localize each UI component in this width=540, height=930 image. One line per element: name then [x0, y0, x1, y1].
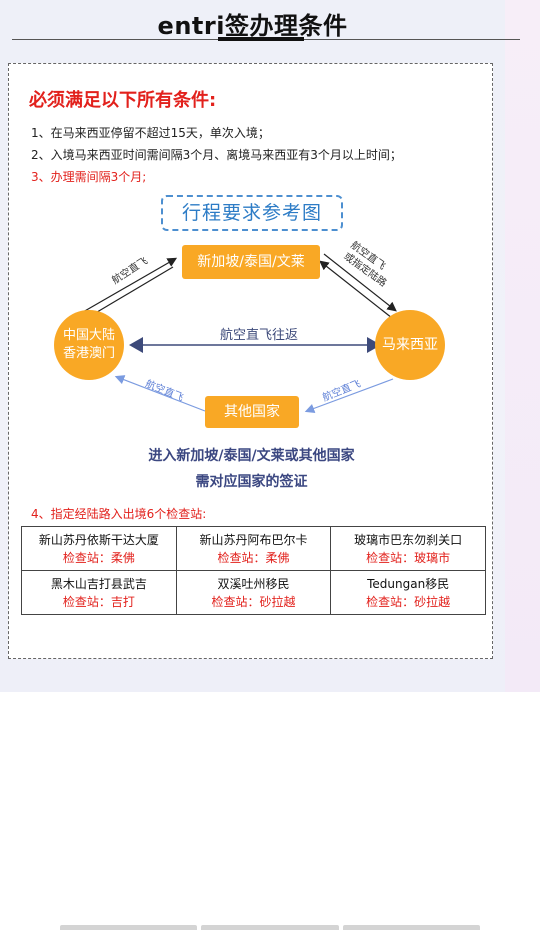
checkpoint-name: Tedungan移民 [367, 576, 450, 591]
route-line [82, 257, 178, 313]
tab-indicator[interactable] [342, 925, 480, 930]
checkpoint-station: 检查站：柔佛 [62, 550, 135, 565]
checkpoint-name: 双溪吐州移民 [217, 576, 290, 591]
route-line [304, 378, 394, 413]
checkpoint-station: 检查站：柔佛 [217, 550, 290, 565]
table-cell: 玻璃市巴东勿刹关口 检查站：玻璃市 [330, 526, 486, 571]
title-underline [218, 37, 304, 41]
table-cell: 新山苏丹依斯干达大厦 检查站：柔佛 [21, 526, 177, 571]
table-row: 黑木山吉打县武吉 检查站：吉打 双溪吐州移民 检查站：砂拉越 Tedungan移… [21, 570, 486, 615]
conditions-heading: 必须满足以下所有条件: [29, 90, 217, 111]
route-line [323, 253, 397, 312]
checkpoint-station: 检查站：吉打 [62, 594, 135, 609]
condition-item: 1、在马来西亚停留不超过15天，单次入境； [31, 126, 270, 140]
table-cell: 新山苏丹阿布巴尔卡 检查站：柔佛 [175, 526, 332, 571]
bottom-tab-bar [60, 925, 480, 930]
tab-indicator[interactable] [201, 925, 339, 930]
checkpoint-name: 新山苏丹阿布巴尔卡 [199, 532, 308, 547]
conditions-card: 必须满足以下所有条件: 1、在马来西亚停留不超过15天，单次入境； 2、入境马来… [8, 63, 493, 659]
table-row: 新山苏丹依斯干达大厦 检查站：柔佛 新山苏丹阿布巴尔卡 检查站：柔佛 玻璃市巴东… [21, 526, 486, 571]
page-title: entri签办理条件 [157, 12, 348, 40]
node-china-line1: 中国大陆 [62, 328, 115, 343]
table-cell: 双溪吐州移民 检查站：砂拉越 [175, 570, 332, 615]
tab-indicator[interactable] [60, 925, 198, 930]
checkpoint-station: 检查站：玻璃市 [366, 550, 451, 565]
checkpoints-table: 新山苏丹依斯干达大厦 检查站：柔佛 新山苏丹阿布巴尔卡 检查站：柔佛 玻璃市巴东… [21, 526, 486, 615]
arrowhead [367, 337, 381, 353]
checkpoint-name: 玻璃市巴东勿刹关口 [354, 532, 463, 547]
condition-item: 3、办理需间隔3个月; [31, 170, 147, 184]
route-line [114, 375, 206, 412]
route-arrows [82, 253, 397, 413]
node-malaysia: 马来西亚 [375, 310, 445, 380]
checkpoint-station: 检查站：砂拉越 [211, 594, 296, 609]
checkpoint-station: 检查站：砂拉越 [366, 594, 451, 609]
route-label-center: 航空直飞往返 [219, 328, 298, 343]
table-cell: Tedungan移民 检查站：砂拉越 [330, 570, 486, 615]
route-line [84, 266, 174, 320]
arrowhead [129, 337, 143, 353]
checkpoint-name: 黑木山吉打县武吉 [50, 576, 147, 591]
condition-item: 2、入境马来西亚时间需间隔3个月、离境马来西亚有3个月以上时间； [31, 148, 402, 162]
node-other-countries: 其他国家 [205, 396, 299, 428]
node-sg-th-bn: 新加坡/泰国/文莱 [182, 245, 320, 279]
checkpoint-name: 新山苏丹依斯干达大厦 [38, 532, 159, 547]
diagram-title: 行程要求参考图 [161, 195, 343, 231]
visa-note-line2: 需对应国家的签证 [195, 474, 308, 490]
node-china-line2: 香港澳门 [62, 346, 115, 361]
table-cell: 黑木山吉打县武吉 检查站：吉打 [21, 570, 177, 615]
route-line [319, 260, 393, 319]
visa-note-line1: 进入新加坡/泰国/文莱或其他国家 [148, 448, 355, 464]
node-china: 中国大陆 香港澳门 [54, 310, 124, 380]
side-strip [505, 0, 540, 692]
checkpoints-heading: 4、指定经陆路入出境6个检查站: [31, 507, 207, 521]
